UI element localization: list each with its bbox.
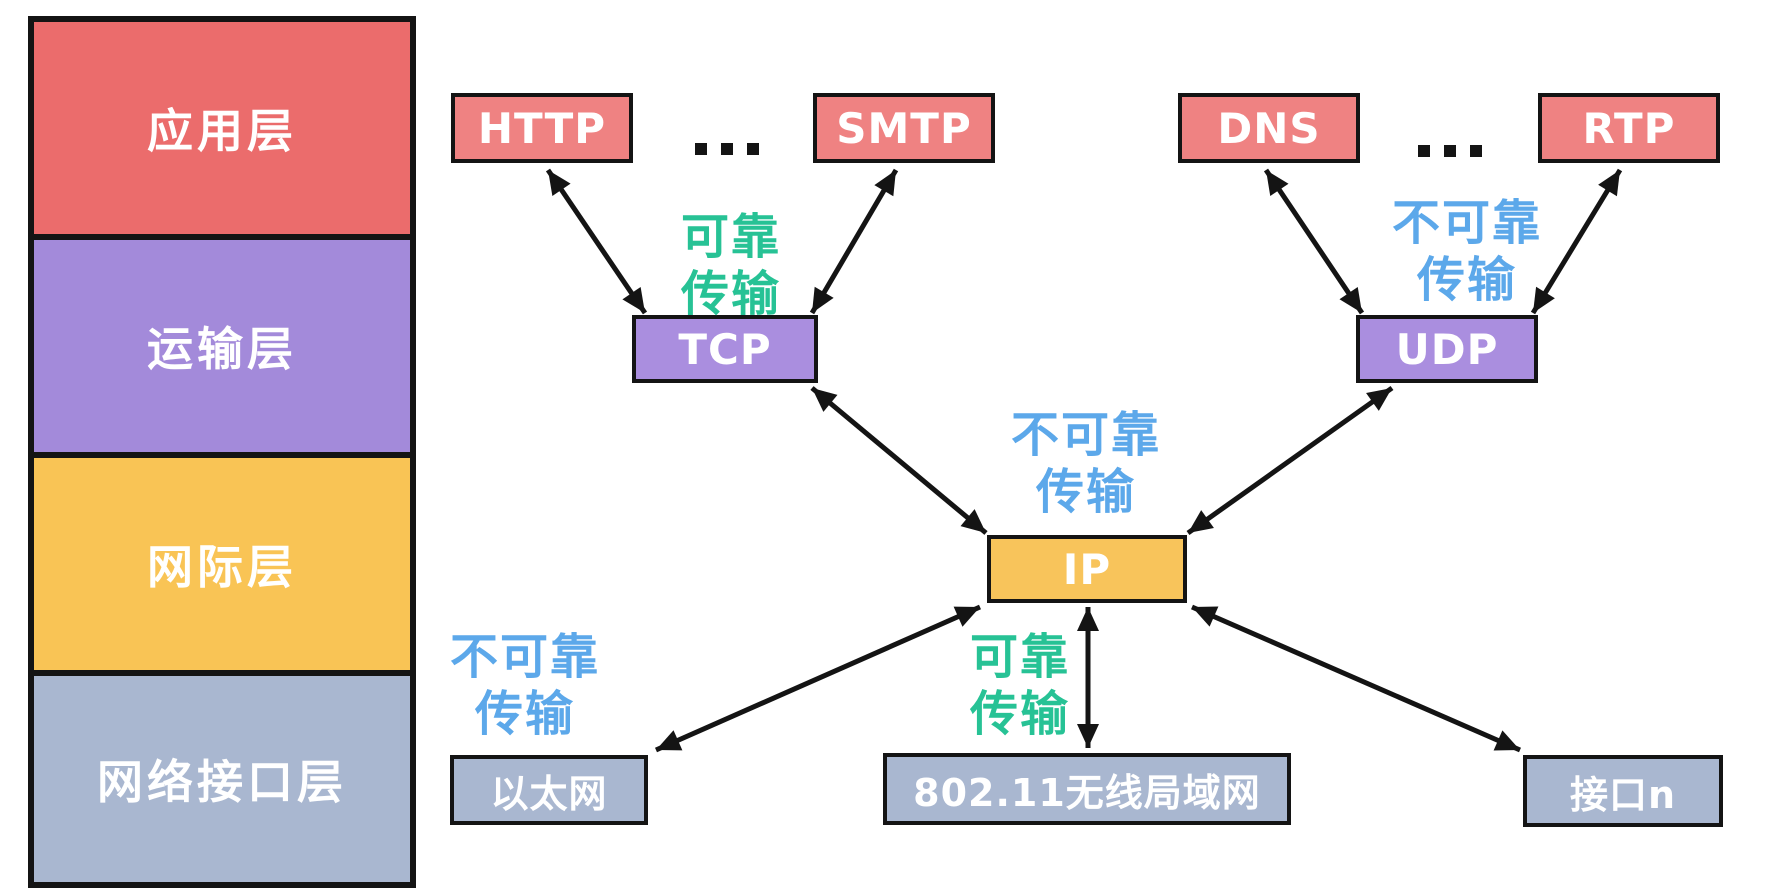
box-wlan-80211-label: 802.11无线局域网 bbox=[913, 770, 1261, 815]
label-reliable-tcp: 可靠 传输 bbox=[680, 209, 782, 322]
box-udp: UDP bbox=[1356, 315, 1538, 383]
layer-network-interface: 网络接口层 bbox=[28, 670, 416, 888]
box-ethernet: 以太网 bbox=[450, 755, 648, 825]
ellipsis-dot bbox=[1444, 145, 1456, 157]
arrow-line bbox=[809, 168, 899, 315]
label-unreliable-udp: 不可靠 传输 bbox=[1391, 195, 1543, 308]
box-rtp: RTP bbox=[1538, 93, 1720, 163]
box-wlan-80211: 802.11无线局域网 bbox=[883, 753, 1291, 825]
box-rtp-label: RTP bbox=[1582, 103, 1676, 153]
label-reliable-wlan: 可靠 传输 bbox=[969, 629, 1071, 742]
layer-transport: 运输层 bbox=[28, 234, 416, 458]
box-http: HTTP bbox=[451, 93, 633, 163]
box-dns: DNS bbox=[1178, 93, 1360, 163]
arrow-line bbox=[1191, 604, 1521, 753]
box-tcp: TCP bbox=[632, 315, 818, 383]
arrow-line bbox=[1263, 168, 1365, 315]
ellipsis-right bbox=[1418, 145, 1482, 157]
ellipsis-dot bbox=[721, 143, 733, 155]
arrow-line bbox=[545, 168, 648, 315]
layer-internet: 网际层 bbox=[28, 452, 416, 676]
box-ip-label: IP bbox=[1062, 544, 1112, 594]
box-interface-n: 接口n bbox=[1523, 755, 1723, 827]
box-dns-label: DNS bbox=[1217, 103, 1321, 153]
arrow-line bbox=[1186, 385, 1394, 536]
ellipsis-left bbox=[695, 143, 759, 155]
arrow-line bbox=[654, 604, 982, 753]
box-http-label: HTTP bbox=[477, 103, 607, 153]
box-ip: IP bbox=[987, 535, 1187, 603]
ellipsis-dot bbox=[1470, 145, 1482, 157]
arrow-line bbox=[1530, 168, 1623, 315]
layer-application-label: 应用层 bbox=[147, 104, 297, 158]
box-tcp-label: TCP bbox=[678, 324, 772, 374]
layer-internet-label: 网际层 bbox=[147, 540, 297, 594]
ellipsis-dot bbox=[695, 143, 707, 155]
arrow-line bbox=[810, 386, 988, 535]
box-interface-n-label: 接口n bbox=[1569, 772, 1677, 817]
label-unreliable-ip: 不可靠 传输 bbox=[1010, 407, 1162, 520]
box-smtp: SMTP bbox=[813, 93, 995, 163]
ellipsis-dot bbox=[1418, 145, 1430, 157]
layer-application: 应用层 bbox=[28, 16, 416, 240]
layer-transport-label: 运输层 bbox=[147, 322, 297, 376]
box-ethernet-label: 以太网 bbox=[490, 771, 608, 816]
ellipsis-dot bbox=[747, 143, 759, 155]
box-udp-label: UDP bbox=[1395, 324, 1499, 374]
box-smtp-label: SMTP bbox=[836, 103, 972, 153]
layer-network-interface-label: 网络接口层 bbox=[97, 755, 347, 809]
label-unreliable-ethernet: 不可靠 传输 bbox=[449, 629, 601, 742]
